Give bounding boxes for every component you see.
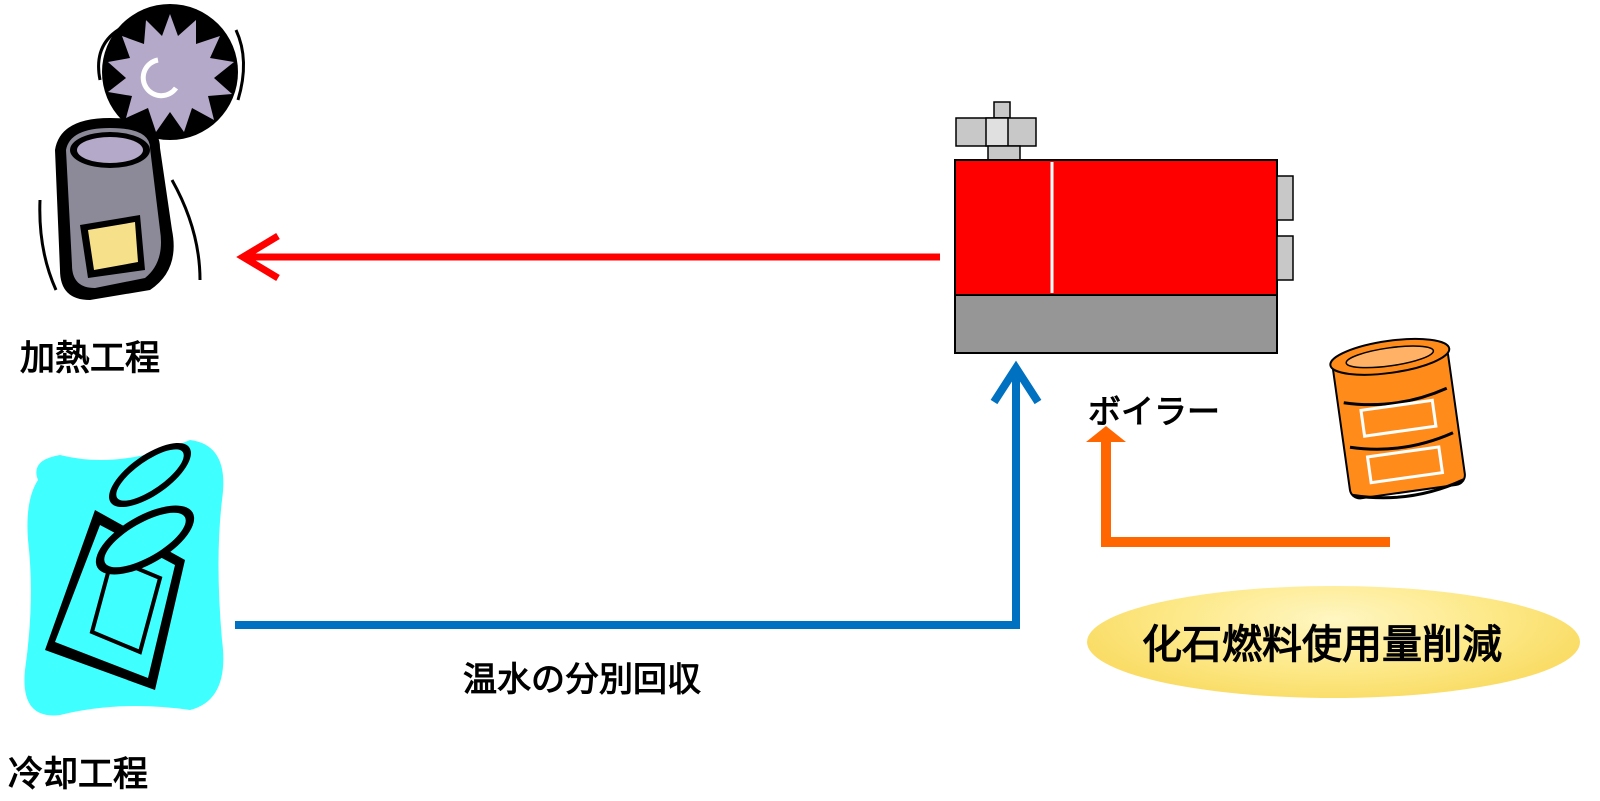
oil-drum-icon (1329, 337, 1466, 500)
heat-supply-arrow (236, 232, 940, 282)
heated-can-icon (38, 4, 246, 300)
boiler-label: ボイラー (1088, 392, 1220, 431)
cooling-process-label: 冷却工程 (8, 755, 149, 795)
heating-process-label: 加熱工程 (20, 339, 161, 379)
hot-water-return-arrow (235, 360, 1042, 629)
boiler-icon (954, 101, 1294, 354)
fuel-supply-arrow (1086, 426, 1390, 547)
benefit-badge (1087, 586, 1580, 698)
open-can-icon (24, 440, 224, 716)
hot-water-recovery-label: 温水の分別回収 (463, 660, 701, 700)
benefit-label: 化石燃料使用量削減 (1142, 622, 1502, 668)
